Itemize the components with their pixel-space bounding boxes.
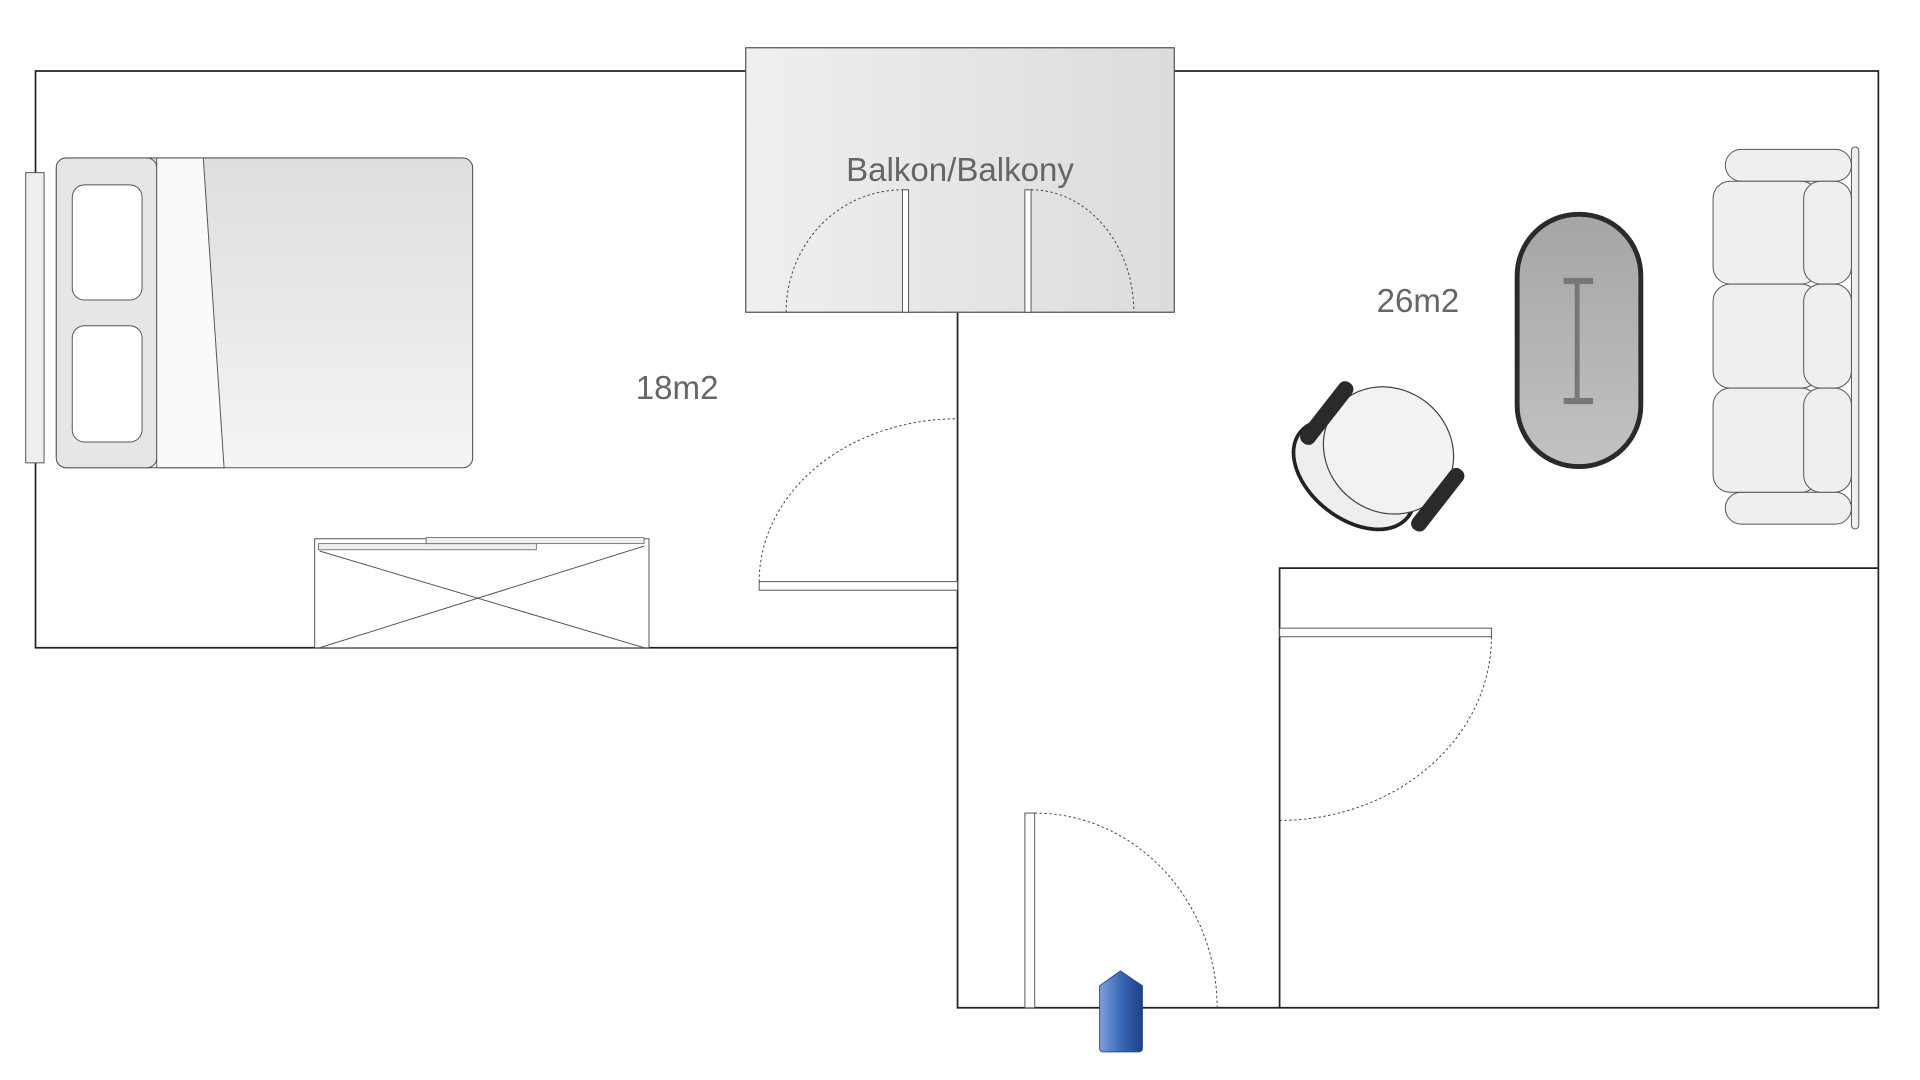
entrance-door[interactable] xyxy=(1024,812,1218,1009)
balcony: Balkon/Balkony xyxy=(745,47,1175,313)
armchair-icon xyxy=(1291,381,1465,532)
balcony-door[interactable] xyxy=(785,189,1135,313)
balcony-label: Balkon/Balkony xyxy=(846,152,1074,189)
bedroom-door[interactable] xyxy=(758,418,959,591)
room-door[interactable] xyxy=(1279,627,1492,821)
living-area-label: 26m2 xyxy=(1377,283,1460,320)
sofa-icon xyxy=(1712,146,1860,530)
bedroom-area-label: 18m2 xyxy=(636,370,719,407)
entrance-arrow-icon xyxy=(1099,970,1143,1053)
coffee-table-icon xyxy=(1514,211,1644,469)
bed-icon xyxy=(25,157,474,469)
wardrobe-icon xyxy=(314,537,650,649)
